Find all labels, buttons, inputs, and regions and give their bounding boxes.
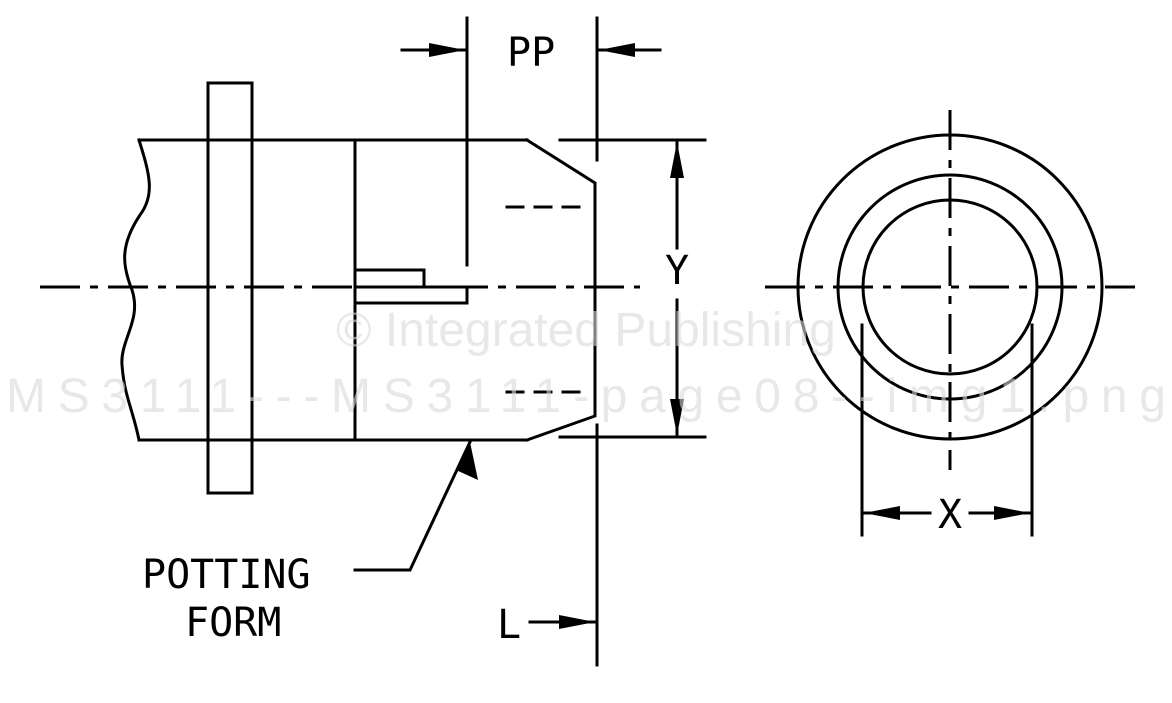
key	[353, 268, 426, 289]
potting-label: POTTING	[142, 552, 311, 598]
pp-label: PP	[507, 30, 555, 76]
form-label: FORM	[185, 600, 281, 646]
x-label: X	[938, 492, 962, 538]
end-view	[765, 110, 1135, 537]
slot	[353, 285, 469, 305]
potting-leader-arrowhead	[456, 442, 478, 480]
y-label: Y	[665, 248, 689, 294]
watermark-line2: MS3111---MS3111-page08--img1.png	[6, 370, 1166, 423]
potting-form-taper	[524, 137, 597, 442]
potting-form-leader	[353, 440, 472, 572]
watermark-line1: © Integrated Publishing	[336, 304, 836, 357]
l-label: L	[497, 602, 521, 648]
break-line	[120, 138, 151, 442]
side-view	[40, 16, 707, 667]
